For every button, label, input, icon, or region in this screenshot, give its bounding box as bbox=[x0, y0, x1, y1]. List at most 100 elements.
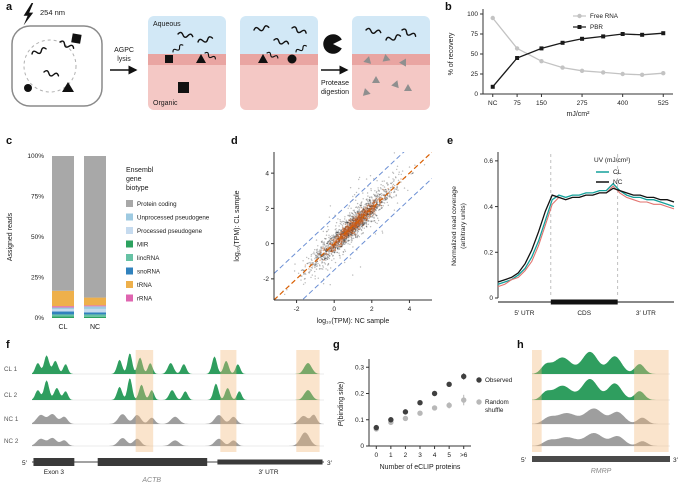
point bbox=[366, 219, 368, 221]
point-core bbox=[342, 236, 344, 238]
point bbox=[320, 268, 323, 270]
point-core bbox=[373, 199, 376, 201]
highlight-region bbox=[296, 350, 320, 452]
point bbox=[381, 230, 383, 232]
point-core bbox=[345, 229, 347, 231]
point bbox=[385, 191, 387, 193]
point bbox=[365, 213, 367, 216]
point bbox=[311, 267, 314, 269]
point bbox=[377, 204, 379, 206]
point-core bbox=[342, 226, 344, 228]
point-core bbox=[330, 244, 333, 246]
point bbox=[341, 237, 343, 240]
point bbox=[344, 230, 346, 232]
point-core bbox=[367, 204, 369, 206]
point bbox=[314, 258, 316, 260]
point bbox=[340, 246, 342, 248]
point bbox=[362, 212, 365, 214]
x-tick-label: 3 bbox=[418, 452, 422, 459]
point bbox=[376, 198, 378, 201]
point bbox=[345, 235, 348, 237]
point bbox=[380, 192, 383, 195]
point-core bbox=[337, 240, 339, 242]
point bbox=[354, 219, 357, 222]
point-core bbox=[379, 196, 381, 198]
point bbox=[377, 204, 379, 206]
point-core bbox=[350, 230, 352, 233]
point-core bbox=[358, 221, 360, 224]
point bbox=[362, 221, 364, 223]
point bbox=[361, 201, 363, 203]
point bbox=[356, 202, 359, 205]
point bbox=[363, 221, 365, 224]
data-point bbox=[580, 36, 585, 41]
point bbox=[353, 194, 356, 196]
point bbox=[370, 211, 372, 213]
y-tick-label: 0 bbox=[489, 295, 493, 302]
point bbox=[361, 218, 364, 220]
point bbox=[352, 228, 354, 230]
point-core bbox=[372, 209, 375, 211]
point bbox=[352, 230, 354, 232]
point-core bbox=[371, 212, 373, 214]
point bbox=[319, 251, 321, 253]
point bbox=[350, 239, 352, 241]
point bbox=[359, 227, 361, 229]
point bbox=[375, 208, 377, 210]
point bbox=[351, 216, 353, 218]
point-core bbox=[343, 237, 345, 239]
point bbox=[328, 249, 330, 251]
point bbox=[366, 199, 368, 202]
point bbox=[323, 256, 325, 259]
point bbox=[356, 218, 358, 220]
protein-triangle bbox=[258, 54, 268, 63]
point-core bbox=[343, 230, 345, 233]
point bbox=[371, 212, 374, 214]
point-core bbox=[350, 224, 352, 226]
y-tick-label: 25% bbox=[31, 275, 44, 282]
point-core bbox=[361, 213, 363, 216]
point bbox=[323, 254, 325, 256]
point bbox=[334, 247, 337, 249]
point bbox=[358, 176, 361, 179]
point bbox=[354, 228, 356, 230]
point bbox=[347, 222, 349, 224]
point-core bbox=[362, 217, 365, 219]
point-core bbox=[370, 211, 373, 213]
point bbox=[329, 237, 331, 240]
point-core bbox=[335, 242, 338, 244]
point-core bbox=[366, 218, 368, 220]
point bbox=[361, 225, 363, 228]
point-core bbox=[363, 217, 366, 219]
highlight-region bbox=[220, 350, 237, 452]
point bbox=[340, 245, 343, 248]
data-point bbox=[539, 59, 544, 64]
point bbox=[354, 234, 356, 236]
point bbox=[350, 233, 352, 236]
point bbox=[373, 213, 375, 215]
data-point bbox=[388, 417, 394, 423]
point bbox=[304, 272, 306, 274]
point bbox=[342, 233, 345, 235]
point-core bbox=[357, 226, 359, 229]
point bbox=[347, 231, 349, 234]
point bbox=[319, 251, 321, 253]
point bbox=[350, 232, 352, 234]
point bbox=[354, 229, 356, 231]
point-core bbox=[341, 228, 344, 230]
coverage-track bbox=[532, 379, 670, 400]
point bbox=[334, 232, 337, 234]
point-core bbox=[359, 224, 361, 227]
point bbox=[369, 201, 371, 204]
point bbox=[372, 204, 374, 206]
point bbox=[357, 229, 359, 231]
point bbox=[355, 215, 357, 217]
point bbox=[321, 240, 323, 242]
point bbox=[368, 216, 370, 218]
point-core bbox=[355, 225, 357, 227]
panel-label-b: b bbox=[445, 1, 452, 13]
point bbox=[334, 236, 336, 238]
five-prime-label: 5′ bbox=[521, 457, 527, 464]
point-core bbox=[364, 210, 366, 212]
point bbox=[338, 241, 340, 243]
